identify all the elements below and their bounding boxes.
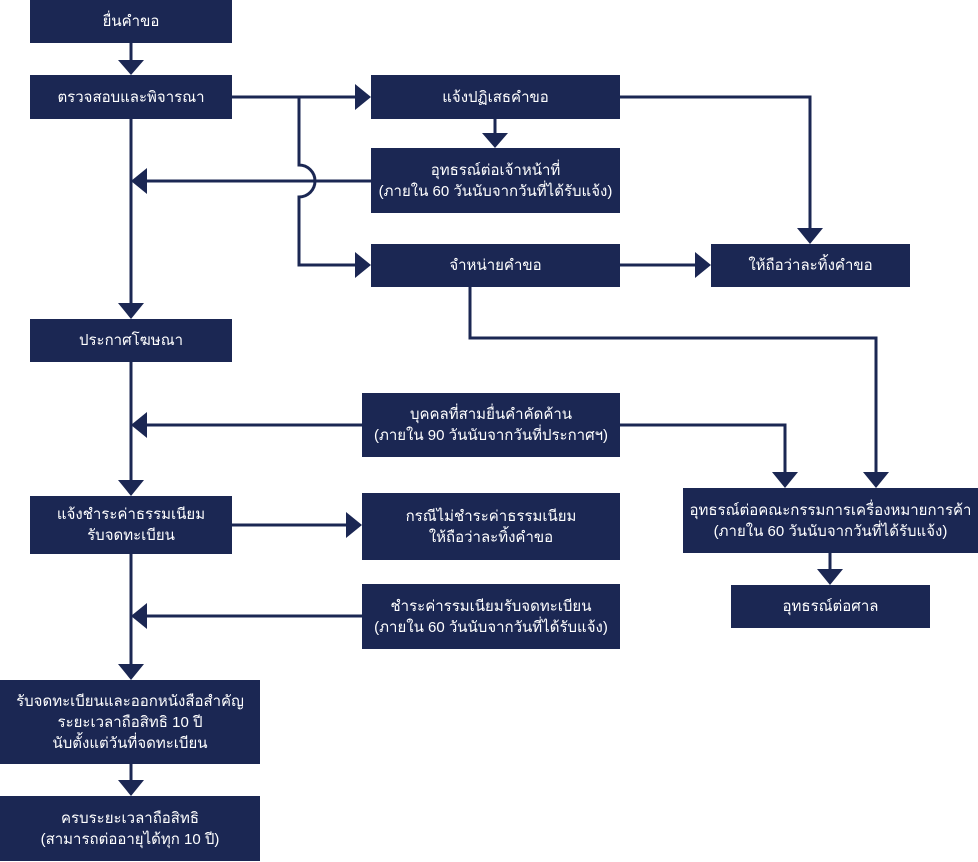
arrowhead-right (355, 84, 371, 110)
arrowhead-left (131, 168, 147, 194)
arrowhead-down (863, 472, 889, 488)
node-label: ให้ถือว่าละทิ้งคำขอ (748, 257, 873, 274)
edge-opposition-appeal-board (620, 423, 787, 474)
node-examination: ตรวจสอบและพิจารณา (30, 75, 232, 119)
edge-examine-dispose (297, 97, 357, 267)
arrowhead-down (118, 480, 144, 496)
node-registration: รับจดทะเบียนและออกหนังสือสำคัญ ระยะเวลาถ… (0, 680, 260, 764)
node-label: แจ้งชำระค่าธรรมเนียม (56, 506, 206, 523)
node-label: อุทธรณ์ต่อศาล (782, 598, 879, 615)
node-rejection-notice: แจ้งปฏิเสธคำขอ (371, 75, 620, 119)
arrowhead-down (118, 664, 144, 680)
node-appeal-court: อุทธรณ์ต่อศาล (731, 585, 930, 628)
arrowhead-down (772, 472, 798, 488)
arrowhead-right (355, 252, 371, 278)
node-label: ตรวจสอบและพิจารณา (57, 88, 205, 106)
node-sublabel: (ภายใน 60 วันนับจากวันที่ได้รับแจ้ง) (713, 522, 948, 540)
node-no-payment: กรณีไม่ชำระค่าธรรมเนียม ให้ถือว่าละทิ้งค… (362, 493, 620, 560)
node-label: แจ้งปฏิเสธคำขอ (442, 88, 549, 106)
node-pay-fee: ชำระค่ารรมเนียมรับจดทะเบียน (ภายใน 60 วั… (362, 584, 620, 649)
node-sublabel: ให้ถือว่าละทิ้งคำขอ (428, 528, 554, 546)
node-label: ชำระค่ารรมเนียมรับจดทะเบียน (390, 597, 592, 615)
node-publication: ประกาศโฆษณา (30, 319, 232, 362)
arrowhead-down (797, 228, 823, 244)
node-deemed-abandoned: ให้ถือว่าละทิ้งคำขอ (711, 244, 910, 287)
node-label: อุทธรณ์ต่อเจ้าหน้าที่ (430, 161, 561, 179)
node-appeal-officer: อุทธรณ์ต่อเจ้าหน้าที่ (ภายใน 60 วันนับจา… (371, 148, 620, 213)
arrowhead-down (118, 303, 144, 319)
node-label: ยื่นคำขอ (102, 13, 160, 30)
node-sublabel: (สามารถต่ออายุได้ทุก 10 ปี) (40, 830, 220, 848)
arrowhead-right (346, 512, 362, 538)
node-sublabel: (ภายใน 60 วันนับจากวันที่ได้รับแจ้ง) (374, 618, 608, 636)
node-notify-fee: แจ้งชำระค่าธรรมเนียม รับจดทะเบียน (30, 496, 232, 554)
node-label: ประกาศโฆษณา (78, 332, 184, 349)
node-submit-application: ยื่นคำขอ (30, 0, 232, 43)
node-label: อุทธรณ์ต่อคณะกรรมการเครื่องหมายการค้า (689, 501, 972, 519)
node-label: กรณีไม่ชำระค่าธรรมเนียม (405, 507, 577, 525)
node-sublabel: (ภายใน 90 วันนับจากวันที่ประกาศฯ) (373, 427, 609, 444)
node-label: จำหน่ายคำขอ (449, 257, 542, 274)
arrowhead-left (131, 603, 147, 629)
node-sublabel: นับตั้งแต่วันที่จดทะเบียน (52, 734, 208, 752)
edge-dispose-appeal-board (468, 287, 878, 474)
node-sublabel: รับจดทะเบียน (87, 527, 175, 544)
node-appeal-board: อุทธรณ์ต่อคณะกรรมการเครื่องหมายการค้า (ภ… (683, 488, 978, 553)
node-third-party-opposition: บุคคลที่สามยื่นคำคัดค้าน (ภายใน 90 วันนั… (362, 393, 620, 457)
node-sublabel: (ภายใน 60 วันนับจากวันที่ได้รับแจ้ง) (378, 182, 613, 200)
node-label: รับจดทะเบียนและออกหนังสือสำคัญ (16, 692, 244, 710)
node-dispose-application: จำหน่ายคำขอ (371, 244, 620, 287)
arrowhead-down (482, 133, 508, 148)
arrowhead-down (118, 780, 144, 796)
node-sublabel: ระยะเวลาถือสิทธิ 10 ปี (57, 713, 203, 731)
arrowhead-down (817, 569, 843, 585)
node-term-expiry: ครบระยะเวลาถือสิทธิ (สามารถต่ออายุได้ทุก… (0, 796, 260, 861)
arrowhead-down (118, 60, 144, 75)
node-label: บุคคลที่สามยื่นคำคัดค้าน (409, 406, 573, 423)
arrowhead-left (131, 412, 147, 438)
edge-reject-abandon (620, 95, 812, 230)
arrowhead-right (695, 252, 711, 278)
node-label: ครบระยะเวลาถือสิทธิ (60, 809, 200, 827)
